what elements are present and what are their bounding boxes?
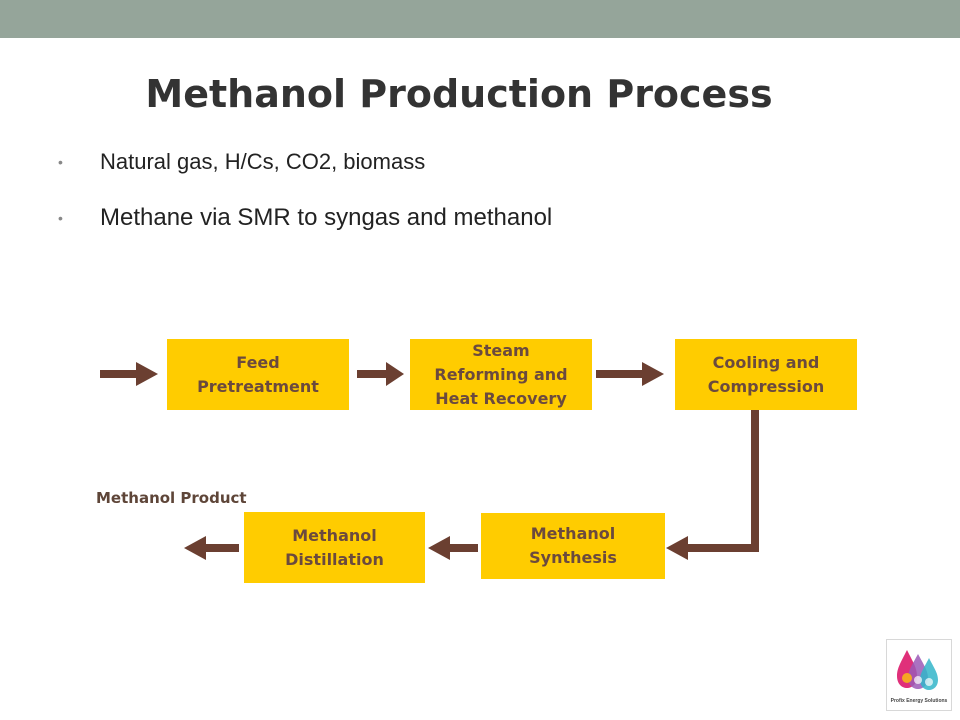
feed-pretreatment-box: Feed Pretreatment	[167, 339, 349, 410]
company-logo: Profix Energy Solutions	[886, 639, 952, 711]
steam-to-cooling-arrow	[596, 362, 664, 386]
feed-to-steam-arrow	[357, 362, 404, 386]
box-label: Steam Reforming and Heat Recovery	[434, 340, 568, 408]
box-label: Methanol Distillation	[285, 525, 384, 569]
energy-drops-logo-icon: Profix Energy Solutions	[891, 650, 948, 704]
methanol-product-label: Methanol Product	[96, 489, 247, 507]
methanol-synthesis-box: Methanol Synthesis	[481, 513, 665, 579]
slide-title: Methanol Production Process	[145, 72, 773, 116]
input-arrow	[100, 362, 158, 386]
cooling-to-synthesis-arrow	[666, 410, 759, 560]
bullet-text: Natural gas, H/Cs, CO2, biomass	[100, 149, 426, 174]
box-label: Cooling and Compression	[707, 352, 825, 396]
box-label: Feed Pretreatment	[197, 352, 319, 396]
bullet-icon: •	[58, 210, 63, 226]
steam-reforming-box: Steam Reforming and Heat Recovery	[410, 339, 592, 410]
methanol-distillation-box: Methanol Distillation	[244, 512, 425, 583]
product-output-arrow	[184, 536, 239, 560]
bullet-text: Methane via SMR to syngas and methanol	[100, 204, 553, 231]
header-bar	[0, 0, 960, 38]
bullet-icon: •	[58, 154, 63, 170]
box-label: Methanol Synthesis	[529, 524, 617, 567]
cooling-compression-box: Cooling and Compression	[675, 339, 857, 410]
logo-text: Profix Energy Solutions	[891, 698, 948, 704]
synthesis-to-distillation-arrow	[428, 536, 478, 560]
